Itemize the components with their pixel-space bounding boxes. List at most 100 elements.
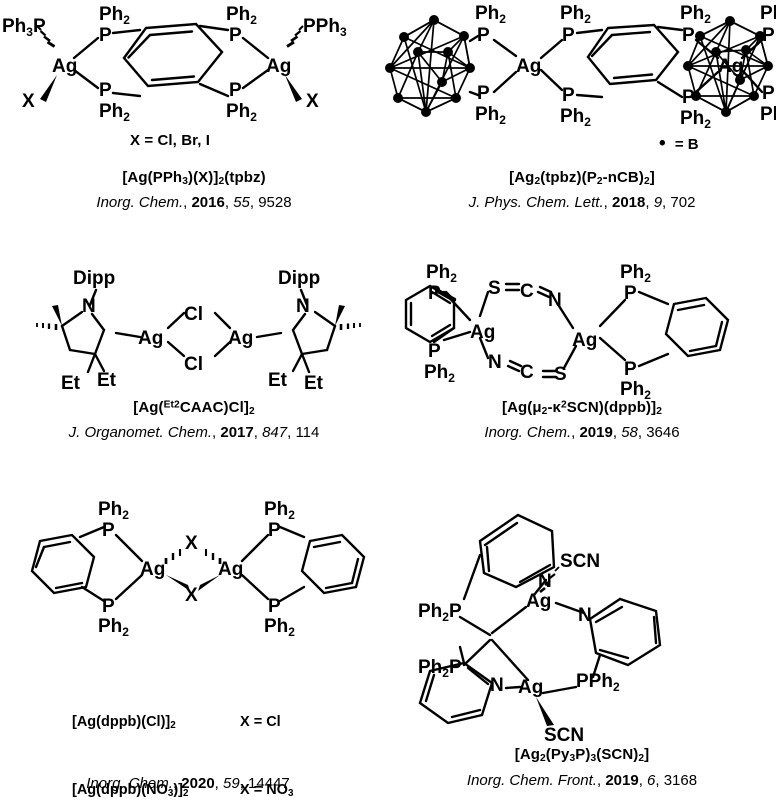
citation-panel2: J. Phys. Chem. Lett., 2018, 9, 702: [468, 194, 696, 211]
citation-journal-panel2: J. Phys. Chem. Lett.: [468, 194, 604, 211]
wedge-bond-x-lower-right: [198, 575, 220, 591]
atom-label-dipp-right: Dipp: [278, 268, 320, 289]
citation-page-panel3: 114: [295, 424, 320, 441]
caption-panel6: [Ag2(Py3P)3(SCN)2]: [388, 745, 776, 766]
atom-label-p-3: P: [562, 25, 575, 46]
atom-label-ag-left-p4: Ag: [470, 322, 495, 343]
citation-panel1: Inorg. Chem., 2016, 55, 9528: [96, 194, 292, 211]
atom-label-n-right: N: [296, 296, 310, 317]
citation-volume-panel5: 59: [223, 775, 240, 792]
hashed-bond-x-upper-left: [164, 549, 182, 564]
atom-label-ph2-p4-3: Ph2: [620, 262, 651, 285]
atom-label-ph2-p4-1: Ph2: [426, 262, 457, 285]
structure-drawing-ag-dppb-x2: Ph2 P P Ph2 Ag X X Ag Ph2 P P Ph2: [30, 499, 366, 639]
atom-label-ph2-p5-2: Ph2: [98, 616, 129, 639]
atom-label-ph2-p5-4: Ph2: [264, 616, 295, 639]
panel-bottom-left-structure: Ph2 P P Ph2 Ag X X Ag Ph2 P P Ph2: [0, 495, 388, 639]
hashed-bond-methyl-right: [339, 323, 361, 330]
atom-label-s-bottom: S: [554, 364, 567, 385]
citation-journal-panel1: Inorg. Chem.: [96, 194, 184, 211]
compound-name: [Ag(dppb)(NO3)]2: [72, 782, 189, 800]
atom-label-ag-left-p5: Ag: [140, 559, 165, 580]
boron-dot-icon: •: [659, 133, 666, 154]
atom-label-s-top: S: [488, 278, 501, 299]
atom-label-ag-top-p6: Ag: [526, 591, 551, 612]
panel-top-right-structure: Ph2 P P Ph2 Ag Ph2 P P Ph2 Ph2 P P Ph2 A…: [382, 0, 776, 140]
atom-label-ph2-p4-2: Ph2: [424, 362, 455, 385]
atom-label-ph2-8: Ph2: [760, 104, 776, 127]
atom-label-ph2-1: Ph2: [475, 3, 506, 26]
citation-volume-panel3: 847: [262, 424, 288, 441]
atom-label-p-2: P: [477, 83, 490, 104]
atom-label-p-p5-1: P: [102, 520, 115, 541]
hashed-bond-pph3-right: [286, 25, 304, 48]
citation-page-panel2: 702: [670, 194, 696, 211]
atom-label-x-lower: X: [185, 585, 198, 606]
atom-label-et-2: Et: [97, 370, 117, 391]
atom-label-cl-bottom: Cl: [184, 354, 203, 375]
atom-label-p-4: P: [562, 85, 575, 106]
atom-label-ag-right-p3: Ag: [228, 328, 253, 349]
citation-year-panel5: 2020: [181, 775, 215, 792]
atom-label-p-p5-4: P: [268, 596, 281, 617]
atom-label-n-top: N: [548, 290, 562, 311]
hashed-bond-methyl-left: [36, 323, 58, 330]
atom-label-p-6: P: [682, 87, 695, 108]
structure-drawing-ag2-tpbz-p2ncb2: Ph2 P P Ph2 Ag Ph2 P P Ph2 Ph2 P P Ph2 A…: [385, 3, 776, 131]
atom-label-ph2-p4-4: Ph2: [620, 379, 651, 402]
atom-label-p-p5-3: P: [268, 520, 281, 541]
caption-text-panel3: [Ag(Et2CAAC)Cl]2: [133, 399, 255, 418]
atom-label-p-p4-1: P: [428, 283, 441, 304]
citation-year-panel4: 2019: [579, 424, 613, 441]
atom-label-n-bottom: N: [488, 352, 502, 373]
atom-label-x-upper: X: [185, 533, 198, 554]
atom-label-ag-left: Ag: [52, 56, 77, 77]
atom-label-p-5: P: [682, 25, 695, 46]
atom-label-n-middle-py: N: [578, 605, 592, 626]
atom-label-x-left: X: [22, 91, 35, 112]
caption-text-panel1: [Ag(PPh3)(X)]2(tpbz): [122, 169, 266, 188]
atom-label-pph3-right: PPh3: [303, 16, 347, 39]
atom-label-p-1: P: [477, 25, 490, 46]
atom-label-dipp-left: Dipp: [73, 268, 115, 289]
atom-label-ag-left-p3: Ag: [138, 328, 163, 349]
atom-label-ph2-3: Ph2: [560, 3, 591, 26]
atom-label-c-top: C: [520, 281, 534, 302]
atom-label-p-p4-3: P: [624, 283, 637, 304]
caption-text-panel6: [Ag2(Py3P)3(SCN)2]: [514, 746, 650, 765]
wedge-bond-x-right: [285, 75, 302, 102]
citation-journal-panel6: Inorg. Chem. Front.: [466, 772, 597, 789]
atom-label-et-1: Et: [61, 373, 81, 394]
structure-drawing-ag-et2caac-cl2: Dipp N Ag Cl Cl Ag N Dipp Et Et Et Et: [36, 268, 361, 394]
citation-journal-panel5: Inorg. Chem.: [86, 775, 173, 792]
legend-boron-vertex: • = B: [659, 133, 699, 154]
atom-label-c-bottom: C: [520, 362, 534, 383]
atom-label-et-4: Et: [304, 373, 324, 394]
atom-label-scn-bottom: SCN: [544, 725, 584, 746]
atom-label-ag-left-p2: Ag: [516, 56, 541, 77]
citation-panel5: Inorg. Chem., 2020, 59, 14447: [86, 775, 290, 792]
wedge-bond-scn-bottom: [536, 697, 554, 726]
citation-journal-panel3: J. Organomet. Chem.: [68, 424, 213, 441]
atom-label-ag-right-p4: Ag: [572, 330, 597, 351]
atom-label-ag-right: Ag: [266, 56, 291, 77]
atom-label-p-7: P: [762, 25, 775, 46]
atom-label-ph2-top-right: Ph2: [226, 4, 257, 27]
compound-row: [Ag(dppb)(NO3)]2 X = NO3: [72, 779, 318, 801]
atom-label-ph2p-upper: Ph2P: [418, 601, 462, 624]
atom-label-ph2-5: Ph2: [680, 3, 711, 26]
atom-label-cl-top: Cl: [184, 304, 203, 325]
citation-year-panel2: 2018: [611, 194, 646, 211]
panel-middle-left-structure: Dipp N Ag Cl Cl Ag N Dipp Et Et Et Et: [0, 258, 388, 398]
atom-label-p-bottom-left: P: [99, 80, 112, 101]
citation-panel4: Inorg. Chem., 2019, 58, 3646: [484, 424, 680, 441]
atom-label-ph2p-lower: Ph2P: [418, 657, 462, 680]
x-definition-note-panel1: X = Cl, Br, I: [129, 132, 211, 149]
caption-text-panel2: [Ag2(tpbz)(P2-nCB)2]: [509, 169, 655, 188]
wedge-bond-x-left: [40, 75, 57, 102]
hashed-bond-scn-top: [539, 566, 560, 594]
compound-x-value: X = NO3: [240, 782, 294, 800]
atom-label-p-top-left: P: [99, 25, 112, 46]
atom-label-n-bottom-py: N: [490, 675, 504, 696]
citation-year-panel1: 2016: [191, 194, 225, 211]
